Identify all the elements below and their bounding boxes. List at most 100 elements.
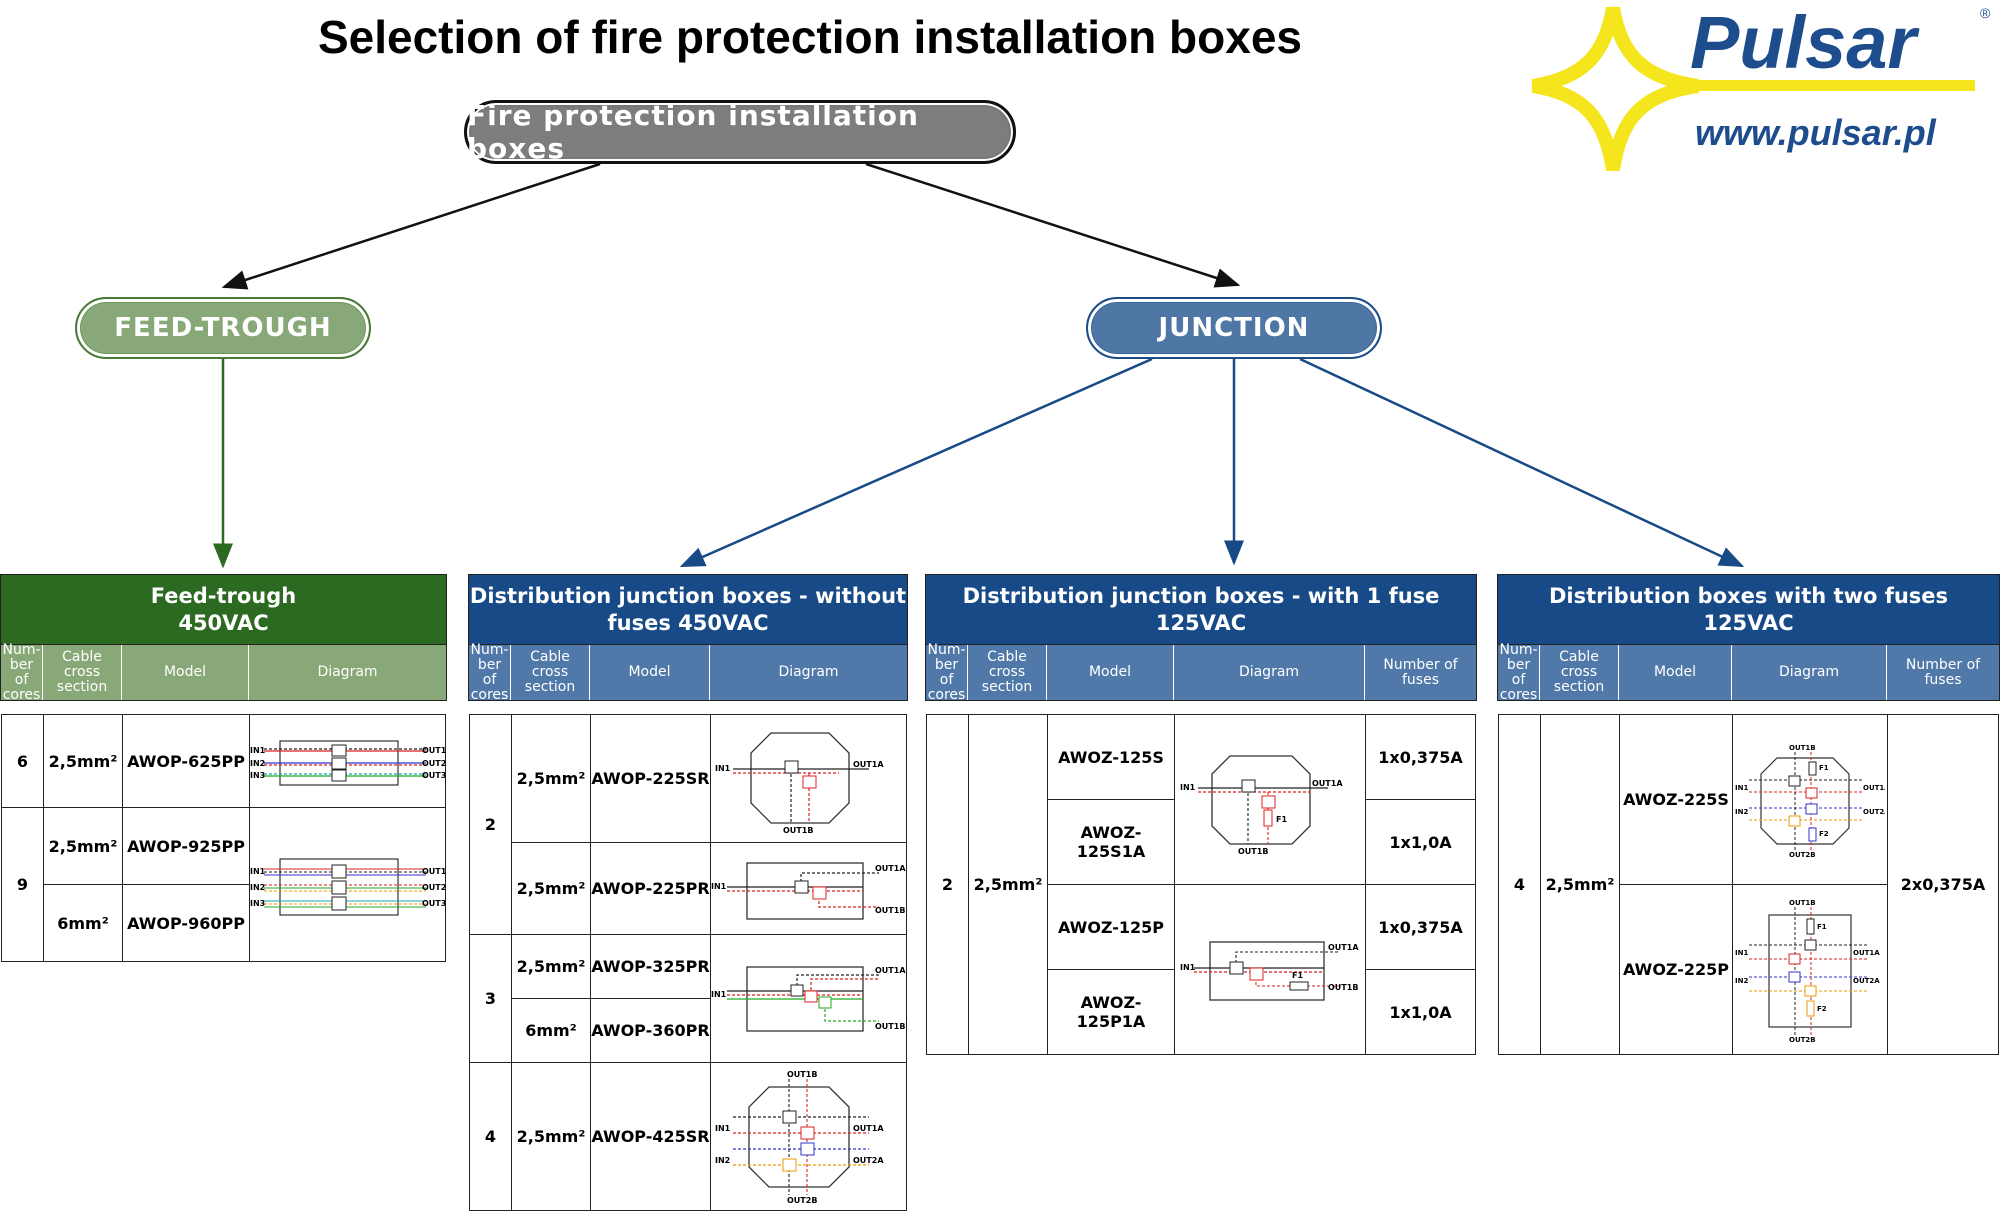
- cores-cell: 6: [1, 714, 44, 808]
- svg-text:OUT2B: OUT2B: [1789, 1036, 1816, 1043]
- col-model: Model: [1619, 645, 1732, 700]
- model-cell: AWOZ-125S: [1047, 714, 1175, 800]
- panel-title: Feed-trough: [150, 583, 297, 608]
- svg-text:OUT1A: OUT1A: [875, 966, 906, 975]
- col-fuses: Number of fuses: [1905, 656, 1981, 688]
- svg-text:IN1: IN1: [1180, 783, 1196, 792]
- svg-text:IN1: IN1: [1180, 963, 1196, 972]
- fuses-cell: 1x0,375A: [1365, 714, 1476, 800]
- model-cell: AWOZ-125S1A: [1047, 799, 1175, 885]
- svg-text:OUT1A: OUT1A: [853, 760, 884, 769]
- fuses-cell: 2x0,375A: [1887, 714, 1999, 1055]
- section-cell: 2,5mm²: [1540, 714, 1620, 1055]
- col-cores: Num-ber of cores: [469, 642, 511, 702]
- svg-text:OUT2: OUT2: [422, 883, 446, 892]
- svg-text:OUT1A: OUT1A: [1328, 943, 1359, 952]
- col-cores: Num-ber of cores: [1498, 642, 1540, 702]
- svg-text:F2: F2: [1819, 830, 1829, 838]
- arrow-root-junction: [865, 162, 1241, 288]
- column-headers: Num-ber of cores Cable cross section Mod…: [468, 642, 908, 702]
- svg-text:OUT2A: OUT2A: [853, 1156, 884, 1165]
- panel-header: Feed-trough 450VAC: [0, 574, 447, 645]
- svg-text:OUT1B: OUT1B: [1789, 899, 1816, 907]
- svg-text:OUT2A: OUT2A: [1863, 808, 1885, 816]
- cores-cell: 4: [1498, 714, 1541, 1055]
- svg-text:OUT2B: OUT2B: [1789, 851, 1816, 858]
- section-cell: 6mm²: [43, 884, 123, 962]
- section-cell: 2,5mm²: [511, 714, 591, 843]
- svg-text:OUT1B: OUT1B: [875, 1022, 905, 1031]
- arrow-junction-twofuse: [1299, 357, 1745, 568]
- arrow-junction-nofuse: [679, 357, 1153, 568]
- col-model: Model: [1047, 645, 1174, 700]
- fuses-cell: 1x1,0A: [1365, 969, 1476, 1055]
- section-cell: 2,5mm²: [511, 1062, 591, 1211]
- two-fuse-table: 4 2,5mm² AWOZ-225S IN1IN2OUT1AOUT2AOUT1B…: [1498, 714, 1999, 1055]
- section-cell: 2,5mm²: [968, 714, 1048, 1055]
- svg-text:OUT1A: OUT1A: [1853, 949, 1880, 957]
- svg-text:OUT1B: OUT1B: [875, 906, 905, 915]
- section-cell: 6mm²: [511, 998, 591, 1063]
- col-cores: Num-ber of cores: [926, 642, 968, 702]
- col-model: Model: [122, 645, 249, 700]
- svg-text:OUT3: OUT3: [422, 771, 446, 780]
- col-section: Cable cross section: [511, 645, 590, 700]
- svg-text:OUT1B: OUT1B: [787, 1070, 817, 1079]
- svg-text:F1: F1: [1276, 815, 1287, 824]
- col-diagram: Diagram: [1174, 645, 1365, 700]
- two-fuse-panel: Distribution boxes with two fuses 125VAC…: [1497, 574, 2000, 702]
- svg-text:F1: F1: [1817, 923, 1827, 931]
- model-cell: AWOP-325PR: [590, 934, 711, 999]
- column-headers: Num-ber of cores Cable cross section Mod…: [1497, 642, 2000, 702]
- svg-text:IN2: IN2: [1735, 808, 1748, 816]
- model-cell: AWOP-225SR: [590, 714, 711, 843]
- svg-text:IN2: IN2: [715, 1156, 730, 1165]
- col-model: Model: [590, 645, 710, 700]
- model-cell: AWOP-960PP: [122, 884, 250, 962]
- section-cell: 2,5mm²: [43, 807, 123, 885]
- col-section: Cable cross section: [43, 645, 122, 700]
- model-cell: AWOZ-225S: [1619, 714, 1733, 885]
- col-diagram: Diagram: [317, 664, 378, 680]
- pulsar-logo: Pulsar ® www.pulsar.pl: [1531, 1, 1991, 172]
- cores-cell: 4: [469, 1062, 512, 1211]
- panel-voltage: fuses 450VAC: [607, 610, 769, 635]
- column-headers: Num-ber of cores Cable cross section Mod…: [0, 642, 447, 702]
- col-cores: Num-ber of cores: [1, 642, 43, 702]
- section-cell: 2,5mm²: [43, 714, 123, 808]
- svg-text:OUT1B: OUT1B: [1238, 847, 1268, 856]
- junction-node: JUNCTION: [1086, 297, 1382, 359]
- svg-text:IN1: IN1: [711, 882, 727, 891]
- svg-text:IN3: IN3: [250, 899, 265, 908]
- cores-cell: 2: [926, 714, 969, 1055]
- svg-text:OUT1A: OUT1A: [875, 864, 906, 873]
- model-cell: AWOP-225PR: [590, 842, 711, 935]
- model-cell: AWOP-625PP: [122, 714, 250, 808]
- svg-text:IN2: IN2: [250, 759, 265, 768]
- svg-text:IN1: IN1: [715, 764, 731, 773]
- fuses-cell: 1x0,375A: [1365, 884, 1476, 970]
- svg-text:IN2: IN2: [1735, 977, 1748, 985]
- col-section: Cable cross section: [968, 645, 1047, 700]
- svg-text:OUT1: OUT1: [422, 867, 446, 876]
- column-headers: Num-ber of cores Cable cross section Mod…: [925, 642, 1477, 702]
- diagram-awop-225pr: IN1 OUT1A OUT1B: [711, 861, 906, 920]
- logo-brand: Pulsar: [1690, 1, 1920, 84]
